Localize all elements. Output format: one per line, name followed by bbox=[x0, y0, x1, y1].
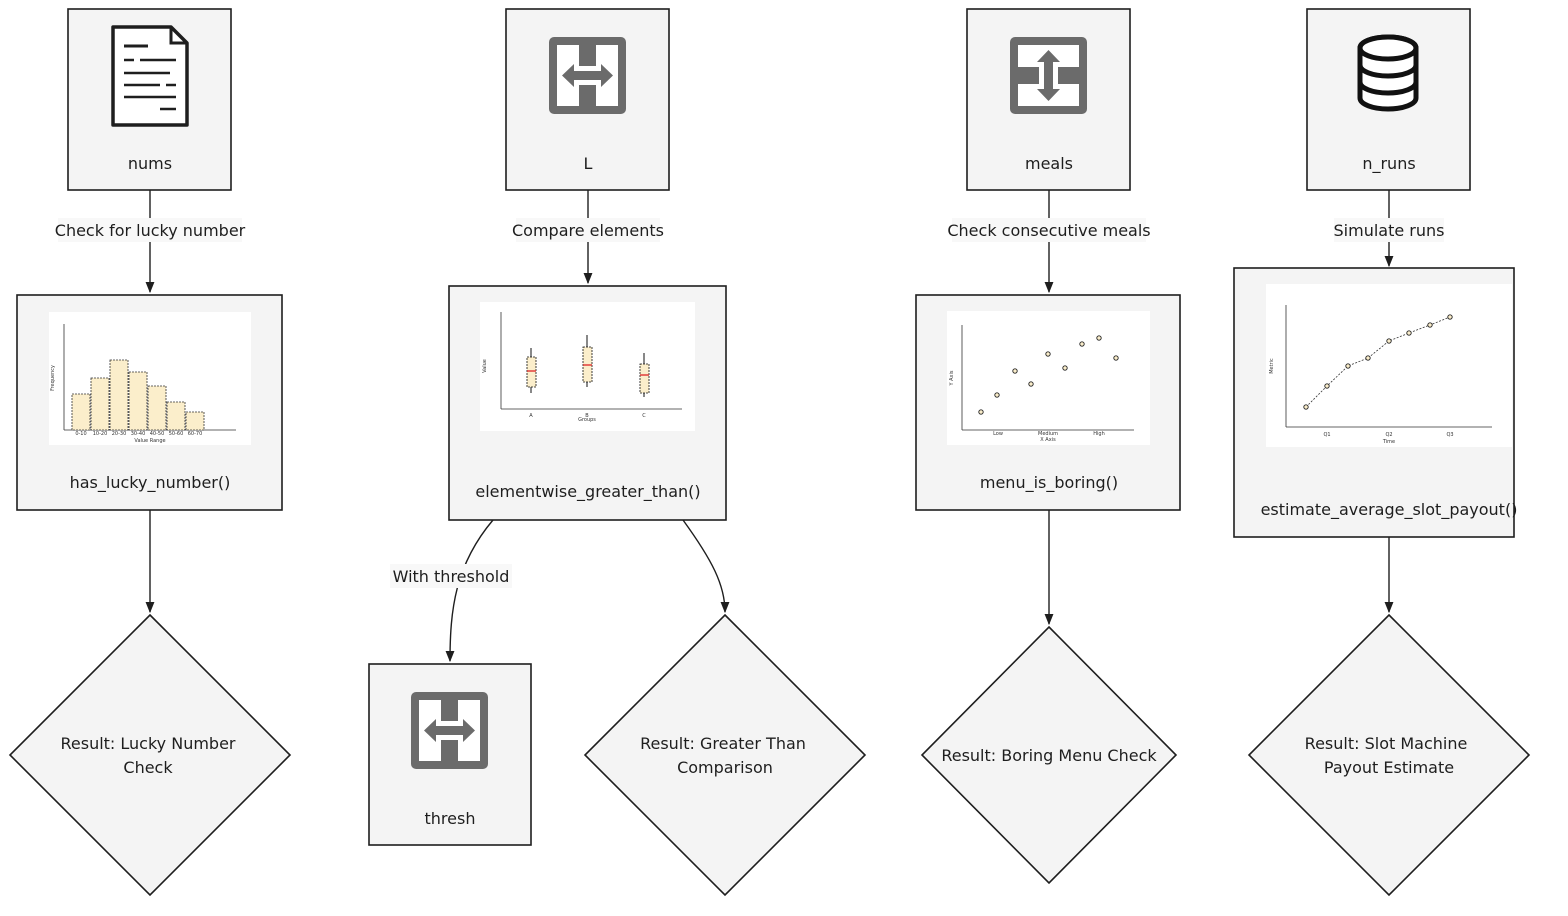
histogram-bar bbox=[185, 411, 205, 431]
node-label: nums bbox=[128, 154, 172, 173]
line-thumbnail: Q1 Q2 Q3 Time Metric bbox=[1266, 284, 1512, 447]
node-label: thresh bbox=[425, 809, 476, 828]
result-greater-than[interactable]: Result: Greater Than Comparison bbox=[583, 613, 867, 897]
edge-label-consecutive: Check consecutive meals bbox=[947, 221, 1150, 240]
line-point bbox=[1324, 383, 1330, 389]
line-point bbox=[1365, 355, 1371, 361]
result-line-2: Comparison bbox=[677, 758, 773, 777]
node-label: has_lucky_number() bbox=[70, 473, 231, 493]
histogram-bar bbox=[147, 385, 167, 431]
node-menu-is-boring[interactable]: Low Medium High X Axis Y Axis menu_is_bori… bbox=[915, 294, 1181, 511]
node-label: elementwise_greater_than() bbox=[475, 482, 700, 502]
node-estimate-average-slot-payout[interactable]: Q1 Q2 Q3 Time Metric estimate_average_slot… bbox=[1233, 267, 1518, 538]
result-lucky-number[interactable]: Result: Lucky Number Check bbox=[8, 613, 292, 897]
histogram-tick-label: 10-20 bbox=[93, 431, 108, 437]
line-ylabel: Metric bbox=[1269, 358, 1275, 374]
scatter-point bbox=[1028, 381, 1034, 387]
node-elementwise-greater-than[interactable]: A B C Groups Value elementwise_greater_tha… bbox=[448, 285, 727, 521]
arrows-vertical-icon bbox=[1010, 37, 1087, 114]
node-label: meals bbox=[1025, 154, 1073, 173]
scatter-point bbox=[978, 409, 984, 415]
histogram-tick-label: 60-70 bbox=[188, 431, 203, 437]
edge-label-compare: Compare elements bbox=[512, 221, 664, 240]
scatter-tick-label: Medium bbox=[1038, 431, 1058, 437]
result-line-2: Payout Estimate bbox=[1324, 758, 1454, 777]
histogram-tick-label: 50-60 bbox=[169, 431, 184, 437]
boxplot-ylabel: Value bbox=[482, 359, 488, 373]
edge-greater-to-thresh bbox=[445, 519, 494, 663]
scatter-ylabel: Y Axis bbox=[949, 370, 955, 386]
line-tick-label: Q2 bbox=[1385, 432, 1392, 438]
node-has-lucky-number[interactable]: 0-10 10-20 20-30 30-40 40-50 50-60 60-70 Value… bbox=[16, 294, 283, 511]
result-slot-machine[interactable]: Result: Slot Machine Payout Estimate bbox=[1247, 613, 1531, 897]
database-icon bbox=[1357, 34, 1419, 112]
scatter-tick-label: High bbox=[1093, 431, 1105, 437]
line-tick-label: Q3 bbox=[1446, 432, 1453, 438]
scatter-point bbox=[994, 392, 1000, 398]
node-n_runs[interactable]: n_runs bbox=[1306, 8, 1471, 191]
scatter-xlabel: X Axis bbox=[1040, 437, 1056, 443]
scatter-thumbnail: Low Medium High X Axis Y Axis bbox=[947, 311, 1150, 445]
result-line-1: Result: Boring Menu Check bbox=[941, 746, 1157, 765]
edge-greater-to-result bbox=[682, 519, 730, 614]
line-point bbox=[1406, 330, 1412, 336]
arrows-horizontal-icon bbox=[549, 37, 626, 114]
boxplot-xlabel: Groups bbox=[578, 417, 596, 423]
scatter-point bbox=[1113, 355, 1119, 361]
histogram-bar bbox=[90, 377, 110, 431]
scatter-point bbox=[1062, 365, 1068, 371]
line-point bbox=[1303, 404, 1309, 410]
boxplot-thumbnail: A B C Groups Value bbox=[480, 302, 695, 431]
boxplot-tick-label: A bbox=[529, 413, 533, 419]
edge-label-check-lucky: Check for lucky number bbox=[55, 221, 246, 240]
histogram-bar bbox=[109, 359, 129, 431]
line-point bbox=[1447, 314, 1453, 320]
arrows-horizontal-icon bbox=[411, 692, 488, 769]
edge-label-simulate: Simulate runs bbox=[1334, 221, 1445, 240]
histogram-ylabel: Frequency bbox=[50, 365, 56, 391]
result-boring-menu[interactable]: Result: Boring Menu Check bbox=[920, 625, 1178, 885]
edge-label-threshold: With threshold bbox=[393, 567, 510, 586]
histogram-bar bbox=[71, 393, 91, 431]
line-point bbox=[1345, 363, 1351, 369]
node-label: menu_is_boring() bbox=[980, 473, 1118, 493]
node-label: L bbox=[584, 154, 593, 173]
scatter-point bbox=[1096, 335, 1102, 341]
line-tick-label: Q1 bbox=[1323, 432, 1330, 438]
line-point bbox=[1386, 338, 1392, 344]
scatter-point bbox=[1079, 341, 1085, 347]
histogram-tick-label: 0-10 bbox=[75, 431, 86, 437]
result-line-2: Check bbox=[123, 758, 173, 777]
edge-labels: Check for lucky number Compare elements … bbox=[55, 218, 1445, 588]
node-label: n_runs bbox=[1362, 154, 1415, 174]
node-meals[interactable]: meals bbox=[966, 8, 1131, 191]
line-point bbox=[1427, 322, 1433, 328]
result-line-1: Result: Slot Machine bbox=[1305, 734, 1468, 753]
document-icon bbox=[111, 25, 189, 127]
boxplot-tick-label: C bbox=[642, 413, 646, 419]
scatter-point bbox=[1045, 351, 1051, 357]
scatter-tick-label: Low bbox=[993, 431, 1003, 437]
node-thresh[interactable]: thresh bbox=[368, 663, 532, 846]
result-line-1: Result: Greater Than bbox=[640, 734, 806, 753]
node-label: estimate_average_slot_payout() bbox=[1261, 500, 1518, 520]
edges bbox=[145, 190, 1394, 663]
histogram-tick-label: 40-50 bbox=[150, 431, 165, 437]
histogram-bar bbox=[128, 371, 148, 431]
histogram-xlabel: Value Range bbox=[134, 438, 165, 444]
histogram-tick-label: 30-40 bbox=[131, 431, 146, 437]
histogram-tick-label: 20-30 bbox=[112, 431, 127, 437]
scatter-point bbox=[1012, 368, 1018, 374]
boxplot-tick-label: B bbox=[585, 413, 589, 419]
result-line-1: Result: Lucky Number bbox=[60, 734, 235, 753]
node-L[interactable]: L bbox=[505, 8, 670, 191]
node-nums[interactable]: nums bbox=[67, 8, 232, 191]
histogram-thumbnail: 0-10 10-20 20-30 30-40 40-50 50-60 60-70 Value… bbox=[49, 312, 251, 445]
histogram-bar bbox=[166, 401, 186, 431]
line-xlabel: Time bbox=[1382, 439, 1395, 445]
